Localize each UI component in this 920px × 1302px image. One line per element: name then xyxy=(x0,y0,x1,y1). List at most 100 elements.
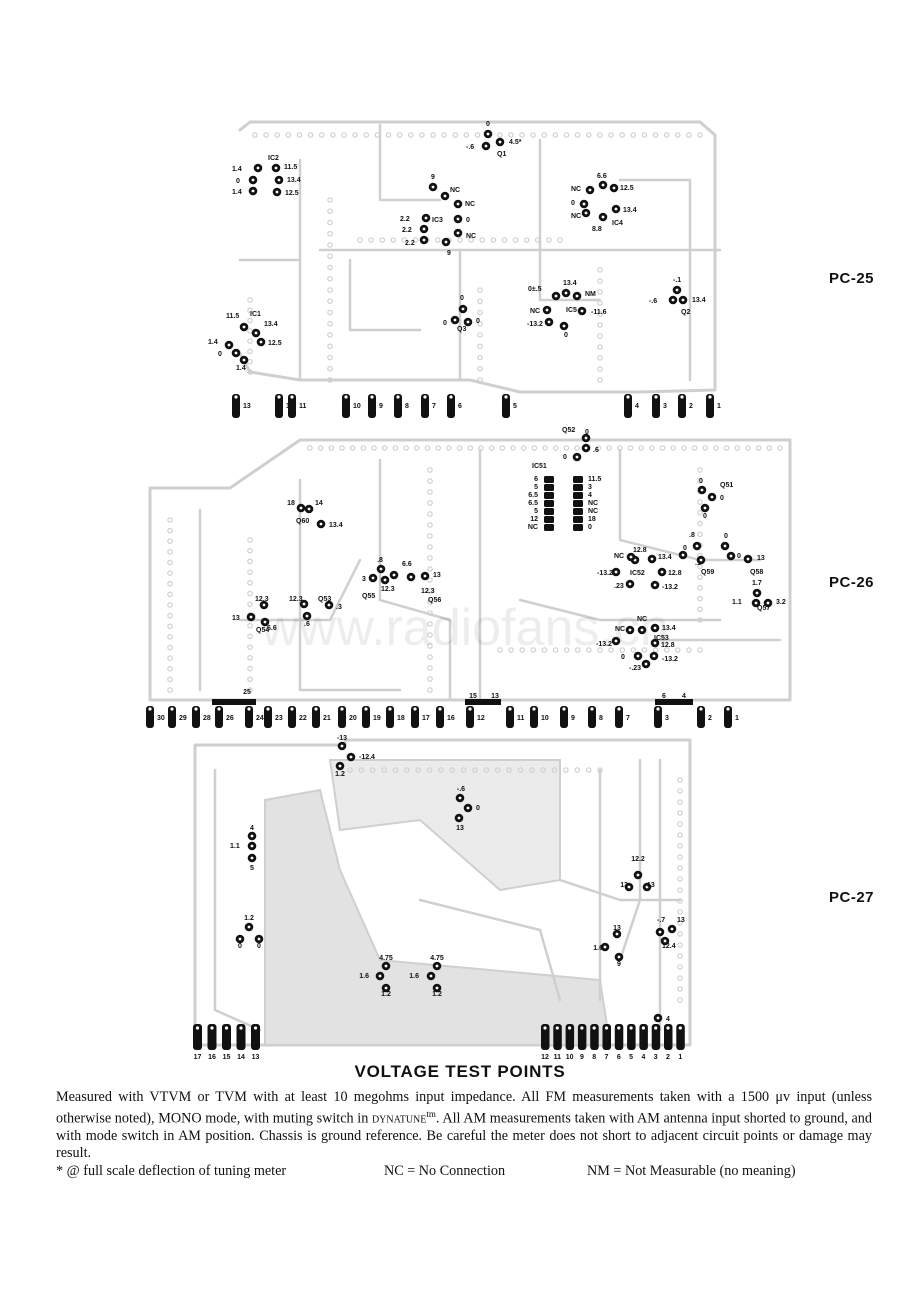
pc26-callout-25: 25 xyxy=(243,689,251,696)
pc25-dot-col3-dot xyxy=(597,311,603,317)
pc26-dot-row-dot xyxy=(766,445,773,451)
pc27-pin-5-label: 5 xyxy=(629,1054,633,1060)
voltage-reading: 0 xyxy=(621,654,625,661)
pc27-dot-row-dot xyxy=(347,767,353,773)
device-label-ic51: IC51 xyxy=(532,463,547,470)
testpoint-tp-a: -13-12.41.2 xyxy=(335,735,375,778)
pc27-dot-col-dot xyxy=(677,909,683,915)
pc26-pin-10-label: 10 xyxy=(541,715,549,722)
voltage-reading: 1.2 xyxy=(244,915,254,922)
pc25-dot-row-dot xyxy=(519,132,525,138)
test-pad-hole xyxy=(458,796,462,800)
pc26-pin-28-label: 28 xyxy=(203,715,211,722)
test-pad-hole xyxy=(409,575,413,579)
pc26-dot-row-dot xyxy=(339,445,345,451)
pc27-dot-row-dot xyxy=(597,767,603,773)
device-label-q3: Q3 xyxy=(457,326,466,333)
voltage-reading: 13.4 xyxy=(662,625,676,632)
test-pad-hole xyxy=(444,240,448,244)
pc26-pin-16-finger xyxy=(436,706,444,728)
pc26-dot-row xyxy=(307,445,783,451)
voltage-reading: 18 xyxy=(287,500,295,507)
pc26-dot-row2-dot xyxy=(663,647,670,653)
voltage-reading: 13.4 xyxy=(563,280,577,287)
pc27-dot-col-dot xyxy=(677,887,683,893)
pc26-dot-row-dot xyxy=(414,445,420,451)
pc26-dot-col4-dot xyxy=(247,569,253,575)
test-pad-hole xyxy=(653,583,657,587)
pc25-pin-13-finger xyxy=(232,394,240,418)
test-pad-hole xyxy=(755,591,759,595)
pc26-trace xyxy=(378,458,452,702)
pc26-dot-row2-dot xyxy=(641,647,648,653)
pc25-pin-1-finger xyxy=(706,394,714,418)
pc26-pin-2: 2 xyxy=(697,706,712,728)
voltage-reading: 3 xyxy=(588,484,592,491)
ic-pin-pad xyxy=(544,484,554,491)
pc25-dot-row2-dot xyxy=(368,237,374,243)
pc25-dot-col2-dot xyxy=(477,309,483,316)
pc25-pin-10-finger xyxy=(342,394,350,418)
pc25-dot-row2 xyxy=(357,237,563,243)
pc26-dot-col4-dot xyxy=(247,537,253,543)
pc26-pin-7-label: 7 xyxy=(626,715,630,722)
pc26-pin-23-hole xyxy=(266,707,270,711)
test-pad-hole xyxy=(562,324,566,328)
footnote-nm: NM = Not Measurable (no meaning) xyxy=(587,1163,796,1179)
pc26-pin-10-hole xyxy=(532,707,536,711)
test-pad-hole xyxy=(564,291,568,295)
voltage-reading: 2.2 xyxy=(400,216,410,223)
pc26-pin-8-finger xyxy=(588,706,596,728)
pc26-pin-2-finger xyxy=(697,706,705,728)
pc25-label: PC-25 xyxy=(829,270,875,287)
pc26-dot-row-dot xyxy=(649,445,655,451)
pc25-pin-13-hole xyxy=(234,395,238,399)
pc27-pin-17-hole xyxy=(195,1026,200,1030)
pc26-pin-24-label: 24 xyxy=(256,715,264,722)
voltage-reading: 13.4 xyxy=(287,177,301,184)
pc25-pin-11-finger xyxy=(288,394,296,418)
voltage-reading: 9 xyxy=(617,961,621,968)
test-pad-hole xyxy=(484,144,488,148)
pc25-pin-6-hole xyxy=(449,395,453,399)
pc25-dot-row2-dot xyxy=(501,237,508,243)
pc27-pin-6-hole xyxy=(617,1026,621,1030)
pc26-dot-row-dot xyxy=(702,445,709,451)
test-pad-hole xyxy=(256,166,260,170)
pc27-pin-5 xyxy=(627,1024,636,1050)
test-pad-hole xyxy=(617,955,621,959)
voltage-reading: 12.5 xyxy=(620,185,634,192)
pc26-dot-row2-dot xyxy=(586,647,592,653)
pc25-dot-col4-dot xyxy=(247,369,253,375)
pc26-pin-20-finger xyxy=(338,706,346,728)
test-pad-hole xyxy=(466,320,470,324)
pc27-dot-col-dot xyxy=(677,854,683,860)
voltage-reading: 18 xyxy=(588,516,596,523)
notes-part1: Measured with VTVM or TVM with at least … xyxy=(56,1089,872,1127)
pc26-dot-row-dot xyxy=(328,445,335,451)
pc26-dot-row-dot xyxy=(446,445,452,451)
test-pad-hole xyxy=(234,351,238,355)
pc27-dot-row-dot xyxy=(529,767,535,773)
test-pad-hole xyxy=(700,488,704,492)
voltage-reading: 4.75 xyxy=(430,955,444,962)
voltage-reading: NC xyxy=(588,508,598,515)
test-pad-hole xyxy=(422,238,426,242)
pc26-dot-col-dot xyxy=(167,527,173,534)
test-pad-hole xyxy=(710,495,714,499)
pc25-dot-row2-dot xyxy=(379,237,386,243)
device-label-ic5: IC5 xyxy=(566,307,577,314)
pc26-pin-24: 24 xyxy=(245,706,264,728)
voltage-reading: 14 xyxy=(315,500,323,507)
pc25-dot-row xyxy=(252,132,703,138)
pc25-dot-col3-dot xyxy=(597,377,603,383)
pc26-dot-row-dot xyxy=(456,445,463,451)
pc25-dot-row-dot xyxy=(463,132,470,138)
ic-pin-pad xyxy=(544,492,554,499)
pc26-dot-col-dot xyxy=(167,570,173,576)
pc26-dot-col4-dot xyxy=(247,676,253,683)
voltage-reading: -11.6 xyxy=(591,309,607,316)
pc25-dot-row-dot xyxy=(641,132,648,138)
pc26-dot-col-dot xyxy=(167,549,173,555)
